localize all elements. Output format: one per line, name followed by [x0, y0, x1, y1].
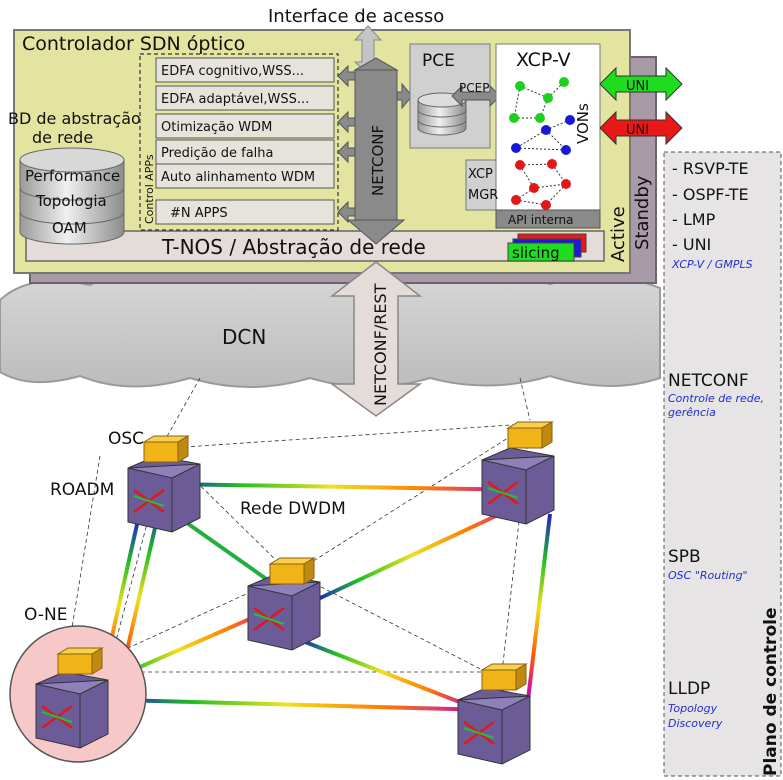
xcp-mgr-box: [465, 159, 497, 211]
uni-red-arrow: [599, 110, 683, 146]
controller-title: Controlador SDN óptico: [22, 33, 245, 55]
app-item: [155, 85, 335, 111]
db-layer-performance: Performance: [25, 167, 120, 185]
app-label: Auto alinhamento WDM: [161, 170, 315, 185]
active-label: Active: [608, 206, 629, 262]
osc-label: OSC: [108, 429, 144, 449]
app-label: Predição de falha: [161, 146, 273, 161]
one-label: O-NE: [24, 605, 67, 625]
app-item: [155, 199, 335, 225]
app-label: Otimização WDM: [161, 120, 272, 135]
app-item: [155, 57, 335, 83]
netconf-heading: NETCONF: [668, 371, 749, 391]
xcp-mgr-line1: XCP: [468, 167, 493, 182]
pcep-label: PCEP: [459, 81, 489, 95]
lldp-note-line1: Topology: [668, 702, 718, 715]
app-label: EDFA cognitivo,WSS...: [161, 64, 304, 79]
slicing-block: [507, 233, 587, 262]
netconf-bus-label: NETCONF: [369, 125, 387, 196]
api-bar: [495, 209, 601, 229]
uni-green-label: UNI: [626, 79, 649, 94]
lldp-heading: LLDP: [668, 679, 710, 699]
app-label: #N APPS: [170, 206, 228, 221]
uni-red-label: UNI: [626, 123, 649, 138]
protocol-lmp: - LMP: [672, 210, 716, 229]
one-node: [35, 647, 109, 749]
control-apps-label: Control APPs: [143, 154, 156, 224]
roadm-node: [247, 557, 321, 651]
xcp-mgr-line2: MGR: [468, 188, 498, 203]
app-label: EDFA adaptável,WSS...: [161, 92, 309, 107]
protocol-uni: - UNI: [672, 235, 711, 254]
app-item: [155, 163, 335, 189]
roadm-node: [127, 435, 201, 533]
protocol-rsvp: - RSVP-TE: [672, 159, 749, 178]
roadm-node: [481, 421, 555, 525]
spb-note: OSC "Routing": [668, 569, 748, 582]
roadm-label: ROADM: [50, 480, 114, 500]
app-list: [155, 57, 335, 225]
app-item: [155, 113, 335, 139]
vons-label: VONs: [574, 103, 592, 144]
von-graphs: [509, 77, 575, 210]
lldp-note-line2: Discovery: [668, 717, 723, 730]
database-cylinder: [19, 147, 125, 245]
northbound-label: NETCONF/REST: [371, 283, 390, 406]
dcn-label: DCN: [222, 325, 266, 349]
netconf-bus: [337, 57, 413, 245]
db-title-line1: BD de abstração: [8, 109, 141, 128]
api-label: API interna: [508, 213, 574, 227]
standby-label: Standby: [632, 175, 653, 250]
tnos-label: T-NOS / Abstração de rede: [161, 235, 426, 259]
db-title-line2: de rede: [32, 128, 93, 147]
db-layer-topology: Topologia: [35, 192, 107, 210]
db-layer-oam: OAM: [52, 219, 87, 237]
protocol-ospf: - OSPF-TE: [672, 185, 749, 204]
uni-green-arrow: [599, 66, 683, 102]
control-plane-title: Plano de controle: [761, 608, 781, 776]
pce-label: PCE: [422, 51, 455, 71]
netconf-note-line1: Controle de rede,: [668, 392, 764, 405]
netconf-note-line2: gerência: [668, 406, 716, 419]
slicing-label: slicing: [512, 244, 560, 262]
roadm-node: [457, 663, 531, 765]
access-interface-label: Interface de acesso: [268, 6, 444, 27]
spb-heading: SPB: [668, 547, 701, 567]
control-apps-box: [139, 53, 339, 231]
control-plane-panel: [663, 151, 782, 777]
xcp-note: XCP-V / GMPLS: [671, 258, 753, 271]
northbound-arrow: [329, 261, 423, 417]
xcpv-label: XCP-V: [516, 49, 571, 71]
dwdm-label: Rede DWDM: [240, 499, 346, 519]
dcn-cloud: [0, 269, 661, 388]
